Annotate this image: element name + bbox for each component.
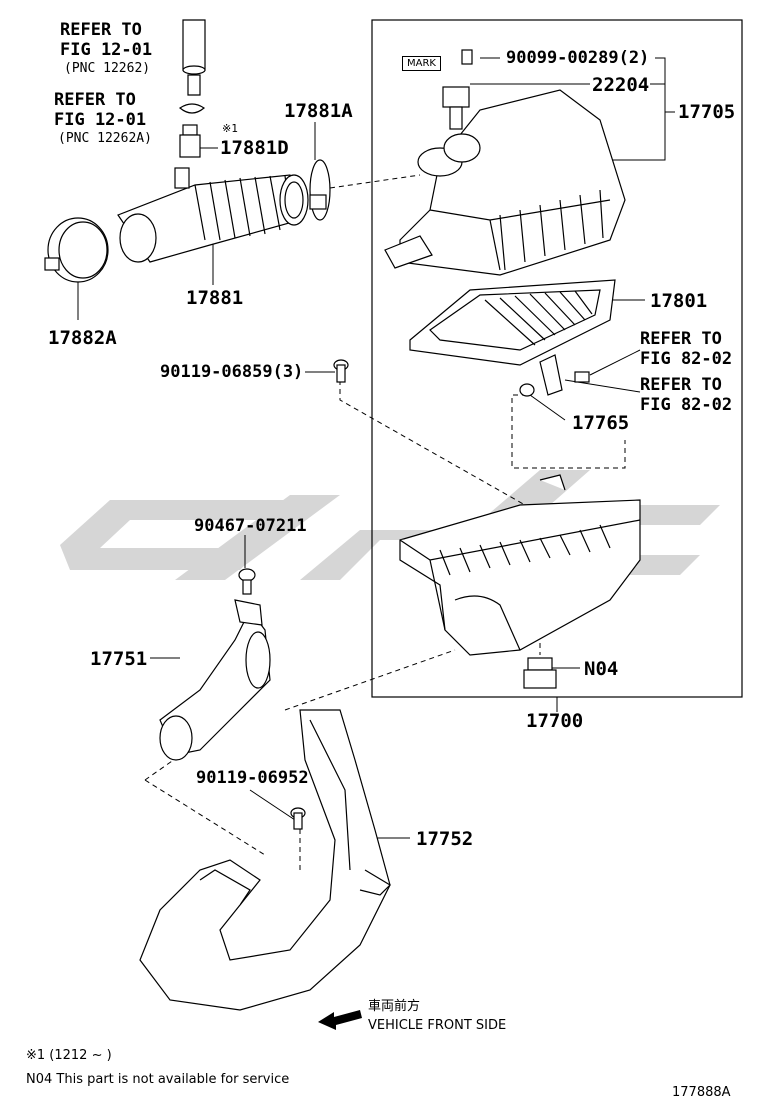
ref4-line2: FIG 82-02	[640, 395, 733, 415]
footnote-1: ※1 (1212 ~ )	[26, 1048, 112, 1063]
bolt-90467-07211	[238, 568, 256, 595]
part-90119-06952-label: 90119-06952	[196, 768, 309, 788]
figure-id: 177888A	[672, 1085, 731, 1100]
part-17881D-mark: ※1	[222, 122, 238, 135]
air-cleaner-cap-17705	[384, 89, 626, 276]
grommet-N04	[523, 657, 557, 689]
ref2-line2: FIG 12-01	[54, 110, 147, 130]
ref1-line3: (PNC 12262)	[64, 61, 151, 76]
duct-17751	[159, 599, 271, 761]
part-22204-label: 22204	[592, 74, 650, 96]
bracket-17765-area	[519, 354, 590, 397]
part-17881D-label: 17881D	[220, 137, 289, 159]
vehicle-front-arrow-icon	[318, 1010, 362, 1030]
part-17882A-label: 17882A	[48, 327, 117, 349]
air-cleaner-case	[399, 474, 641, 656]
part-90099-label: 90099-00289(2)	[506, 48, 650, 68]
part-17881-label: 17881	[186, 287, 244, 309]
part-17705-label: 17705	[678, 101, 736, 123]
gasket-17881A	[309, 159, 331, 221]
clamp-17882A	[44, 217, 109, 283]
ref1-line1: REFER TO	[60, 20, 142, 40]
part-17752-label: 17752	[416, 828, 474, 850]
bolt-90119-06952	[290, 807, 306, 830]
direction-en: VEHICLE FRONT SIDE	[368, 1018, 507, 1033]
ref4-line1: REFER TO	[640, 375, 722, 395]
part-90467-label: 90467-07211	[194, 516, 307, 536]
part-17700-label: 17700	[526, 710, 584, 732]
hose-12262	[182, 19, 206, 96]
ref1-line2: FIG 12-01	[60, 40, 153, 60]
ref3-line2: FIG 82-02	[640, 349, 733, 369]
bolt-90119-06859	[333, 359, 349, 383]
part-17765-label: 17765	[572, 412, 630, 434]
part-17751-label: 17751	[90, 648, 148, 670]
clip-12262A	[178, 103, 206, 158]
intake-hose-17881	[117, 167, 309, 263]
part-17801-label: 17801	[650, 290, 708, 312]
part-N04-label: N04	[584, 658, 619, 680]
ref3-line1: REFER TO	[640, 329, 722, 349]
footnote-2: N04 This part is not available for servi…	[26, 1072, 290, 1087]
ref2-line1: REFER TO	[54, 90, 136, 110]
mark-box: MARK	[402, 56, 441, 71]
direction-jp: 車両前方	[368, 999, 421, 1014]
filter-element-17801	[409, 279, 616, 366]
part-90119-06859-label: 90119-06859(3)	[160, 362, 304, 382]
part-17881A-label: 17881A	[284, 100, 353, 122]
sensor-22204	[442, 49, 473, 130]
ref2-line3: (PNC 12262A)	[58, 131, 152, 146]
duct-17752	[139, 709, 391, 1011]
